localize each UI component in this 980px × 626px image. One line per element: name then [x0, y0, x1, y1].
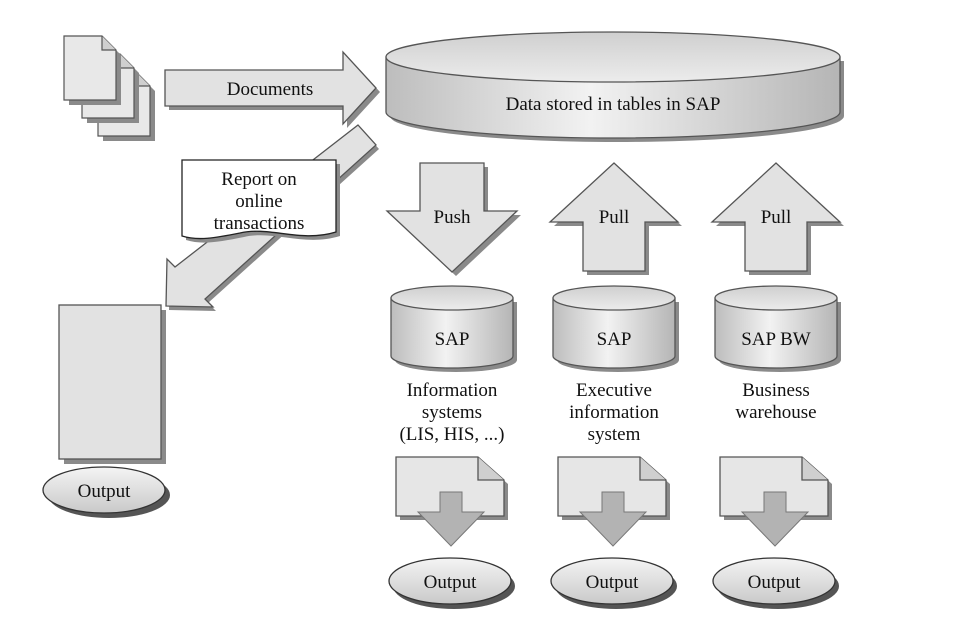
output-oval: Output [712, 557, 839, 609]
sap-cylinder-label: SAP [597, 329, 632, 350]
sap-cylinder-label: SAP [435, 329, 470, 350]
database-label: Data stored in tables in SAP [506, 94, 721, 115]
left-output-oval: Output [42, 466, 170, 518]
document-output-icon [395, 456, 508, 547]
output-oval: Output [550, 557, 677, 609]
documents-arrow: Documents [164, 50, 380, 128]
report-label-line-3: transactions [214, 213, 305, 234]
column-description-line-1: Business [742, 380, 810, 401]
sap-cylinder: SAP [552, 285, 679, 372]
pull-arrow-label: Pull [761, 207, 792, 228]
report-label-line-1: Report on [221, 169, 297, 190]
column-description-line-3: (LIS, HIS, ...) [399, 424, 504, 445]
sap-cylinder: SAP [390, 285, 517, 372]
column-description-line-2: warehouse [735, 402, 816, 423]
report-label-line-2: online [235, 191, 283, 212]
document-output-icon [719, 456, 832, 547]
column-business-warehouse: Pull SAP BW Business warehouse Output [710, 162, 844, 609]
left-output-label: Output [78, 481, 132, 502]
pull-arrow-label: Pull [599, 207, 630, 228]
report-output-page [58, 304, 166, 464]
column-description-line-1: Executive [576, 380, 652, 401]
pull-arrow: Pull [548, 162, 682, 275]
report-label-card: Report on online transactions [181, 159, 340, 243]
push-arrow: Push [385, 162, 521, 276]
column-description-line-3: system [588, 424, 641, 445]
column-information-systems: Push SAP Information systems (LIS, HIS, … [385, 162, 521, 609]
output-label: Output [586, 572, 640, 593]
column-description-line-2: systems [422, 402, 482, 423]
output-oval: Output [388, 557, 515, 609]
column-description-line-1: Information [407, 380, 498, 401]
sap-bw-cylinder-label: SAP BW [741, 329, 811, 350]
sap-bw-cylinder: SAP BW [714, 285, 841, 372]
column-description-line-2: information [569, 402, 659, 423]
output-label: Output [748, 572, 802, 593]
pull-arrow: Pull [710, 162, 844, 275]
output-label: Output [424, 572, 478, 593]
document-output-icon [557, 456, 670, 547]
documents-arrow-label: Documents [227, 79, 314, 100]
documents-stack-icon [63, 35, 155, 141]
column-executive-information-system: Pull SAP Executive information system Ou… [548, 162, 682, 609]
push-arrow-label: Push [434, 207, 471, 228]
sap-database-cylinder: Data stored in tables in SAP [385, 31, 844, 142]
